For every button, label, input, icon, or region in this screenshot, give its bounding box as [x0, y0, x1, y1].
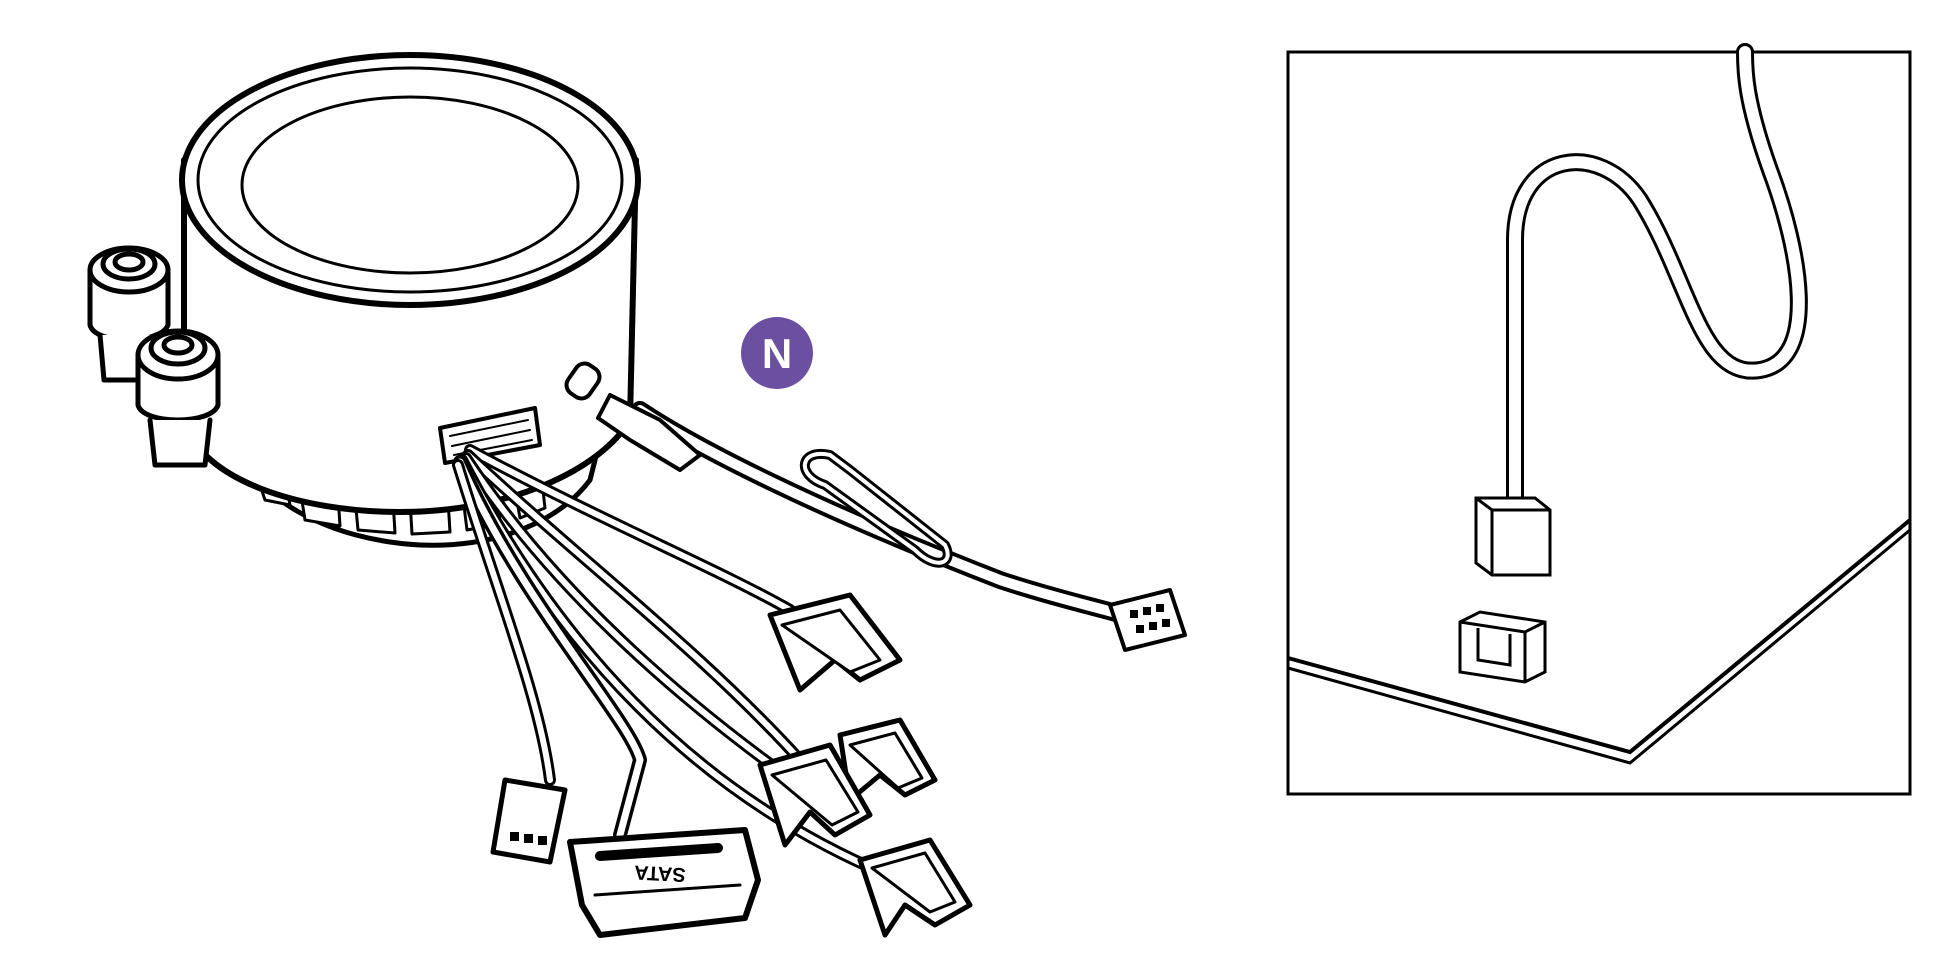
pump-display-screen	[240, 95, 580, 275]
motherboard-board	[1287, 518, 1912, 765]
fan-connector-4	[857, 837, 973, 938]
pump-top-inner-rim	[196, 66, 624, 294]
usb-9pin-connector	[1108, 588, 1187, 652]
callout-circle	[741, 317, 813, 389]
tube-fitting-right	[135, 328, 221, 468]
callout-letter: N	[762, 330, 792, 377]
fan-connector-3	[757, 742, 873, 848]
detail-view-panel	[1286, 43, 1912, 796]
sata-label: SATA	[634, 861, 687, 886]
connector-plug-icon	[1474, 496, 1552, 577]
pump-usb-port	[564, 361, 602, 401]
sata-connector: SATA	[567, 827, 761, 938]
cable-icon	[1506, 43, 1808, 509]
usb-cable	[596, 393, 1187, 652]
callout-badge: N	[741, 317, 813, 389]
cable-bundle: SATA	[438, 393, 1187, 938]
pump-head-illustration	[87, 52, 641, 548]
fan-connector-1	[767, 592, 903, 693]
three-pin-connector	[490, 777, 568, 865]
motherboard-header-icon	[1458, 610, 1547, 684]
